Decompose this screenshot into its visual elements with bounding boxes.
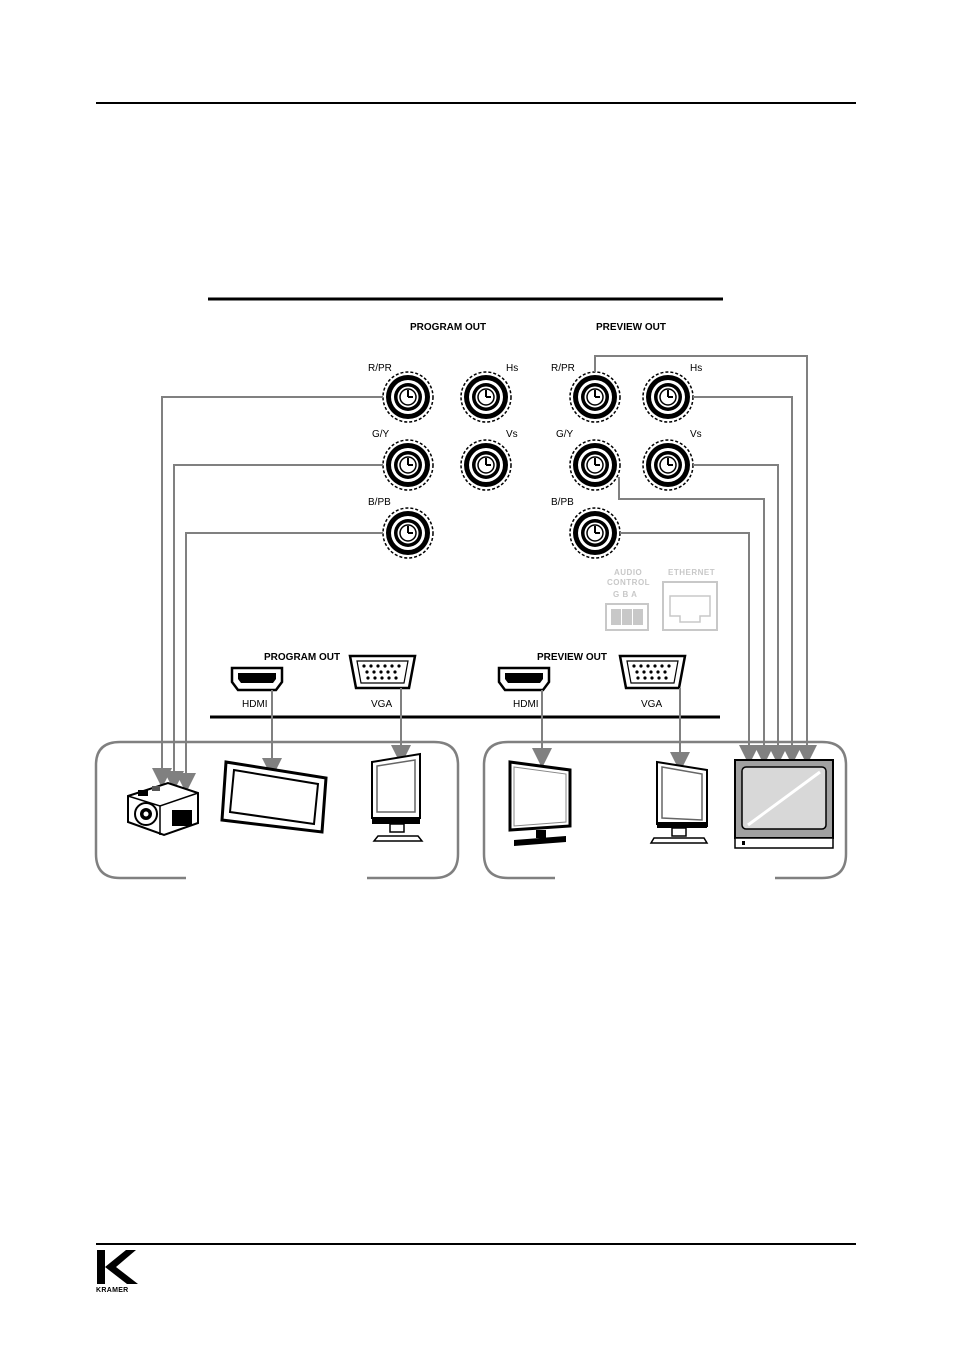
label-preview-gy: G/Y <box>556 429 574 440</box>
program-vga-port <box>350 656 415 688</box>
program-vga-label: VGA <box>371 699 392 710</box>
preview-bpb-bnc <box>570 508 620 558</box>
program-lcd-monitor <box>372 754 422 841</box>
preview-hdmi-monitor <box>510 762 570 846</box>
label-preview-rpr: R/PR <box>551 363 575 374</box>
label-preview-bpb: B/PB <box>551 497 574 508</box>
preview-gy-bnc <box>570 440 620 490</box>
label-program-bpb: B/PB <box>368 497 391 508</box>
ethernet-port: ETHERNET <box>663 568 717 630</box>
preview-lcd-monitor <box>651 762 707 843</box>
flat-panel-display <box>222 762 326 832</box>
label-program-vs: Vs <box>506 429 518 440</box>
crt-tv <box>735 760 833 848</box>
preview-vga-label: VGA <box>641 699 662 710</box>
program-out-heading: PROGRAM OUT <box>410 322 486 333</box>
kramer-logo-text: KRAMER <box>96 1287 129 1294</box>
label-preview-vs: Vs <box>690 429 702 440</box>
preview-vs-bnc <box>643 440 693 490</box>
svg-text:G B A: G B A <box>613 590 637 599</box>
program-hdmi-port <box>232 668 282 690</box>
preview-hdmi-port <box>499 668 549 690</box>
bottom-program-out-heading: PROGRAM OUT <box>264 652 340 663</box>
bottom-preview-out-heading: PREVIEW OUT <box>537 652 607 663</box>
svg-text:ETHERNET: ETHERNET <box>668 568 715 577</box>
program-hdmi-label: HDMI <box>242 699 268 710</box>
svg-text:CONTROL: CONTROL <box>607 578 650 587</box>
preview-hdmi-label: HDMI <box>513 699 539 710</box>
audio-control-block: AUDIO CONTROL G B A <box>606 568 650 630</box>
preview-vga-port <box>620 656 685 688</box>
program-gy-bnc <box>383 440 433 490</box>
label-preview-hs: Hs <box>690 363 702 374</box>
label-program-rpr: R/PR <box>368 363 392 374</box>
preview-rpr-bnc <box>570 372 620 422</box>
program-hs-bnc <box>461 372 511 422</box>
kramer-logo <box>97 1250 138 1284</box>
program-vs-bnc <box>461 440 511 490</box>
program-rpr-bnc <box>383 372 433 422</box>
program-bpb-bnc <box>383 508 433 558</box>
svg-text:AUDIO: AUDIO <box>614 568 642 577</box>
preview-out-heading: PREVIEW OUT <box>596 322 666 333</box>
label-program-hs: Hs <box>506 363 518 374</box>
preview-hs-bnc <box>643 372 693 422</box>
label-program-gy: G/Y <box>372 429 390 440</box>
projector-device <box>128 783 198 835</box>
